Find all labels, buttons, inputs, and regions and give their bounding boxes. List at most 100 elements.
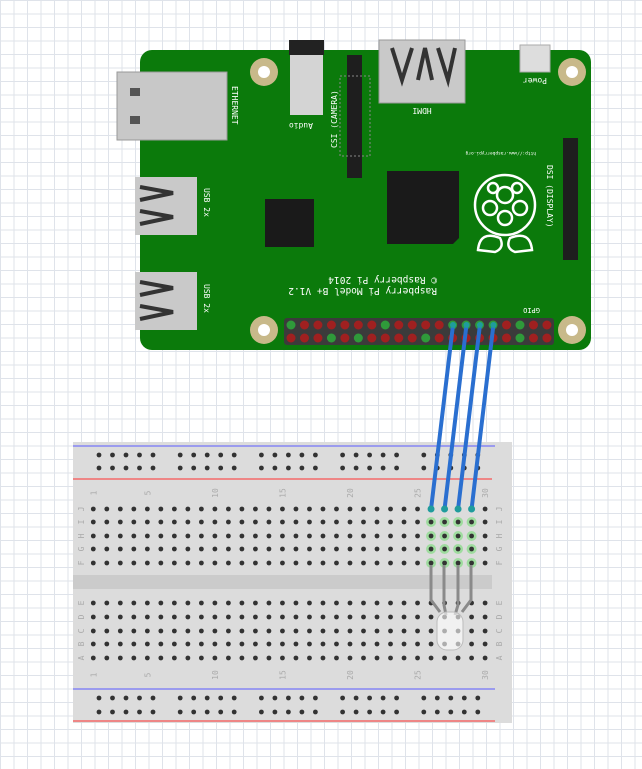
breadboard-hole[interactable] [212,641,218,647]
breadboard-hole[interactable] [293,533,299,539]
gpio-pin[interactable] [421,333,431,343]
breadboard-hole[interactable] [280,533,285,539]
breadboard-hole[interactable] [415,560,420,566]
breadboard-hole[interactable] [144,614,150,620]
rail-hole[interactable] [394,452,399,458]
rail-hole[interactable] [204,465,210,471]
breadboard-hole[interactable] [117,560,123,566]
gpio-pin[interactable] [286,320,296,330]
breadboard-hole[interactable] [253,628,258,634]
rail-hole[interactable] [380,695,386,701]
breadboard-hole[interactable] [185,560,191,566]
breadboard-hole[interactable] [171,506,177,512]
breadboard-hole[interactable] [185,506,191,512]
breadboard-hole[interactable] [117,655,123,661]
breadboard-hole[interactable] [347,546,353,552]
breadboard-hole[interactable] [171,641,177,647]
breadboard-hole[interactable] [320,655,326,661]
breadboard-hole[interactable] [158,614,164,620]
rail-hole[interactable] [340,695,345,701]
gpio-pin[interactable] [515,333,525,343]
breadboard-hole[interactable] [158,655,164,661]
breadboard-hole[interactable] [239,614,245,620]
breadboard-hole[interactable] [442,655,447,661]
breadboard-hole[interactable] [144,641,150,647]
rail-hole[interactable] [394,465,399,471]
breadboard-hole[interactable] [104,628,110,634]
breadboard-hole[interactable] [131,641,137,647]
breadboard-hole[interactable] [293,600,299,606]
breadboard-hole[interactable] [482,614,488,620]
breadboard-hole[interactable] [90,546,96,552]
breadboard-hole[interactable] [347,641,353,647]
breadboard-hole[interactable] [144,560,150,566]
breadboard-hole[interactable] [428,641,434,647]
rail-hole[interactable] [231,465,237,471]
breadboard-hole[interactable] [185,628,191,634]
breadboard-hole[interactable] [280,519,285,525]
breadboard-hole[interactable] [374,614,380,620]
breadboard-hole[interactable] [482,519,488,525]
gpio-pin[interactable] [515,320,525,330]
rail-hole[interactable] [150,695,156,701]
breadboard-hole[interactable] [280,600,285,606]
breadboard-hole[interactable] [388,533,393,539]
rail-hole[interactable] [177,452,183,458]
breadboard-hole[interactable] [171,519,177,525]
breadboard-hole[interactable] [334,614,339,620]
breadboard-hole[interactable] [212,614,218,620]
breadboard-hole[interactable] [334,560,339,566]
breadboard-hole[interactable] [226,614,231,620]
breadboard-hole[interactable] [388,560,393,566]
breadboard-hole[interactable] [428,614,434,620]
breadboard-hole[interactable] [482,641,488,647]
breadboard-hole[interactable] [442,560,447,566]
breadboard-hole[interactable] [117,533,123,539]
breadboard-hole[interactable] [266,519,272,525]
breadboard-hole[interactable] [131,600,137,606]
breadboard-hole[interactable] [482,533,488,539]
breadboard-hole[interactable] [144,628,150,634]
breadboard-hole[interactable] [158,600,164,606]
breadboard-hole[interactable] [171,560,177,566]
breadboard-hole[interactable] [455,519,461,525]
rail-hole[interactable] [259,709,264,715]
rail-hole[interactable] [177,709,183,715]
rail-hole[interactable] [218,452,224,458]
gpio-pin[interactable] [407,320,417,330]
rail-hole[interactable] [137,465,142,471]
rail-hole[interactable] [259,452,264,458]
rail-hole[interactable] [340,465,345,471]
rail-hole[interactable] [231,709,237,715]
rail-hole[interactable] [353,452,359,458]
breadboard-hole[interactable] [361,614,366,620]
breadboard-hole[interactable] [117,641,123,647]
breadboard-hole[interactable] [469,560,474,566]
rail-hole[interactable] [123,452,129,458]
breadboard-hole[interactable] [347,600,353,606]
rail-hole[interactable] [204,695,210,701]
gpio-pin[interactable] [394,320,404,330]
breadboard-hole[interactable] [334,628,339,634]
breadboard-hole[interactable] [469,533,474,539]
breadboard-hole[interactable] [104,560,110,566]
breadboard-hole[interactable] [104,533,110,539]
rail-hole[interactable] [123,465,129,471]
breadboard-hole[interactable] [293,506,299,512]
gpio-pin[interactable] [367,333,377,343]
breadboard-hole[interactable] [198,560,204,566]
breadboard-hole[interactable] [401,600,407,606]
breadboard-hole[interactable] [144,533,150,539]
breadboard-hole[interactable] [307,506,312,512]
rail-hole[interactable] [204,709,210,715]
rail-hole[interactable] [299,709,305,715]
rail-hole[interactable] [137,709,142,715]
breadboard-hole[interactable] [320,628,326,634]
breadboard-hole[interactable] [428,519,434,525]
breadboard-hole[interactable] [266,600,272,606]
rail-hole[interactable] [421,452,427,458]
rail-hole[interactable] [461,709,467,715]
breadboard-hole[interactable] [334,533,339,539]
rail-hole[interactable] [218,465,224,471]
